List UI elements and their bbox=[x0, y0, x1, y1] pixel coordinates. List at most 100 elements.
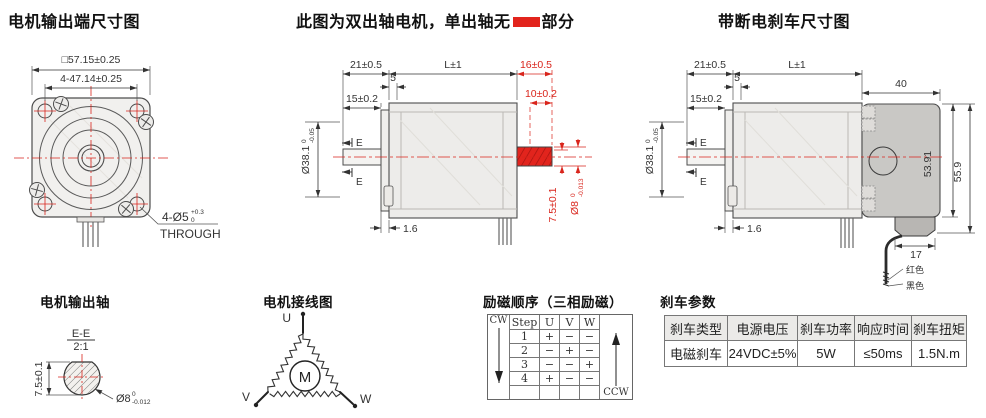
dim-front: 21±0.5 bbox=[694, 59, 726, 71]
section-scale: 2:1 bbox=[73, 341, 88, 353]
exc-header-v: V bbox=[560, 315, 580, 330]
dim-dia: Ø8 bbox=[116, 393, 131, 405]
exc-cell: − bbox=[560, 358, 580, 372]
section-marks: E E bbox=[686, 138, 707, 188]
hole-callout-text: 4-Ø5 bbox=[162, 210, 189, 224]
exc-header-u: U bbox=[540, 315, 560, 330]
mounting-holes bbox=[34, 100, 148, 215]
terminal-v: V bbox=[242, 390, 250, 404]
hole-callout: 4-Ø5 +0.3 0 THROUGH bbox=[139, 206, 221, 241]
dim-pilot: Ø38.1 0 -0.05 bbox=[300, 128, 316, 175]
brake-cable bbox=[884, 234, 903, 284]
brake-params-title: 刹车参数 bbox=[660, 295, 716, 310]
dim-square: □57.15±0.25 bbox=[62, 54, 121, 66]
wire-black-label: 黑色 bbox=[906, 280, 924, 291]
terminal-w: W bbox=[360, 392, 372, 406]
exc-empty-cell bbox=[510, 386, 540, 399]
shaft-tol-sup: 0 bbox=[570, 193, 577, 197]
section-e-lower: E bbox=[700, 177, 707, 188]
rear-shaft-red bbox=[516, 146, 553, 167]
exc-empty-cell bbox=[540, 386, 560, 399]
brk-value: 1.5N.m bbox=[911, 340, 967, 367]
dim-holes: 4-47.14±0.25 bbox=[60, 73, 122, 85]
dim-step: 5 bbox=[734, 72, 740, 84]
dim-shaft-dia: Ø8 0 -0.013 bbox=[569, 178, 585, 215]
brk-value: 24VDC±5% bbox=[727, 340, 798, 367]
side-view-title-pre: 此图为双出轴电机，单出轴无 bbox=[296, 14, 511, 31]
rear-shaft-dims: 7.5±0.1 Ø8 0 -0.013 bbox=[547, 139, 586, 222]
shaft-cross-section bbox=[63, 361, 101, 396]
brk-header: 刹车扭矩 bbox=[911, 315, 967, 341]
section-e-upper: E bbox=[356, 138, 363, 149]
cw-arrow-down bbox=[494, 328, 503, 383]
exc-cell: − bbox=[580, 372, 600, 386]
ccw-arrow-up bbox=[612, 333, 620, 386]
shaft-section-title: 电机输出轴 bbox=[40, 295, 110, 310]
brake-params-table: 刹车类型 电源电压 刹车功率 响应时间 刹车扭矩 电磁刹车 24VDC±5% 5… bbox=[664, 315, 967, 367]
dim-flat: 7.5±0.1 bbox=[33, 361, 45, 396]
front-view-drawing: □57.15±0.25 4-47.14±0.25 4-Ø5 +0.3 0 THR… bbox=[14, 54, 221, 247]
ccw-column: CCW bbox=[600, 315, 632, 399]
exc-cell: 3 bbox=[510, 358, 540, 372]
wire-red-label: 红色 bbox=[906, 264, 924, 275]
side-view-title: 此图为双出轴电机，单出轴无 部分 bbox=[296, 8, 575, 32]
dim-rear: 16±0.5 bbox=[520, 59, 552, 71]
dim-shaft-len: 15±0.2 bbox=[346, 93, 378, 105]
lead-wires bbox=[76, 216, 105, 247]
ccw-label: CCW bbox=[603, 387, 629, 398]
dim-pilot-text: Ø38.1 bbox=[644, 146, 656, 175]
pilot-tol-sub: -0.05 bbox=[653, 128, 660, 143]
wiring-title: 电机接线图 bbox=[263, 295, 333, 310]
exc-cell: 2 bbox=[510, 344, 540, 358]
exc-header-step: Step bbox=[510, 315, 540, 330]
shaft-section-drawing: E-E 2:1 7.5±0.1 Ø8 0 -0.012 bbox=[33, 328, 151, 406]
dim-shaft-dia-text: Ø8 bbox=[569, 201, 581, 215]
dim-front: 21±0.5 bbox=[350, 59, 382, 71]
excitation-title: 励磁顺序（三相励磁） bbox=[483, 295, 623, 310]
cw-column: CW bbox=[488, 315, 510, 399]
brk-header: 刹车功率 bbox=[797, 315, 855, 341]
pilot-tol-sup: 0 bbox=[301, 139, 308, 143]
center-lines bbox=[58, 354, 106, 400]
lead-wires bbox=[840, 218, 854, 248]
excitation-table: CW Step U V W CCW 1 + − − 2 − + − 3 − − … bbox=[487, 314, 633, 400]
dim-flange: 1.6 bbox=[747, 223, 762, 235]
hole-tol-sup: +0.3 bbox=[191, 209, 204, 216]
exc-empty-cell bbox=[580, 386, 600, 399]
exc-cell: − bbox=[580, 344, 600, 358]
brk-header: 刹车类型 bbox=[664, 315, 728, 341]
dim-flange: 1.6 bbox=[403, 223, 418, 235]
dim-total: 55.9 bbox=[952, 162, 964, 183]
exc-cell: 1 bbox=[510, 330, 540, 344]
brake-unit bbox=[861, 103, 941, 218]
side-view-drawing: 21±0.5 L±1 16±0.5 5 15±0.2 10±0.2 Ø38.1 … bbox=[300, 59, 592, 245]
dim-body: L±1 bbox=[444, 59, 462, 71]
pilot-tol-sup: 0 bbox=[645, 139, 652, 143]
exc-cell: 4 bbox=[510, 372, 540, 386]
terminal-u: U bbox=[282, 311, 291, 325]
exc-cell: + bbox=[560, 344, 580, 358]
side-view-title-post: 部分 bbox=[541, 14, 575, 31]
exc-cell: − bbox=[560, 372, 580, 386]
exc-cell: − bbox=[540, 358, 560, 372]
dia-tol-sub: -0.012 bbox=[132, 399, 151, 406]
brk-value: ≤50ms bbox=[854, 340, 912, 367]
dim-pilot: Ø38.1 0 -0.05 bbox=[644, 128, 660, 175]
dim-brake-body: 53.91 bbox=[922, 151, 934, 177]
dim-pilot-text: Ø38.1 bbox=[300, 146, 312, 175]
brk-value: 电磁刹车 bbox=[664, 340, 728, 367]
front-view-title: 电机输出端尺寸图 bbox=[8, 14, 141, 31]
dim-rear-machined: 10±0.2 bbox=[525, 88, 557, 100]
exc-cell: + bbox=[540, 372, 560, 386]
wiring-diagram: M U V W bbox=[242, 311, 372, 409]
brake-view-drawing: 红色 黑色 21±0.5 L±1 40 5 15±0.2 bbox=[644, 59, 975, 291]
exc-cell: − bbox=[560, 330, 580, 344]
brk-value: 5W bbox=[797, 340, 855, 367]
cw-label: CW bbox=[489, 315, 508, 326]
section-e-upper: E bbox=[700, 138, 707, 149]
dim-brake-len: 40 bbox=[895, 78, 907, 90]
section-label: E-E bbox=[72, 328, 90, 340]
dia-tol-sup: 0 bbox=[132, 391, 136, 398]
